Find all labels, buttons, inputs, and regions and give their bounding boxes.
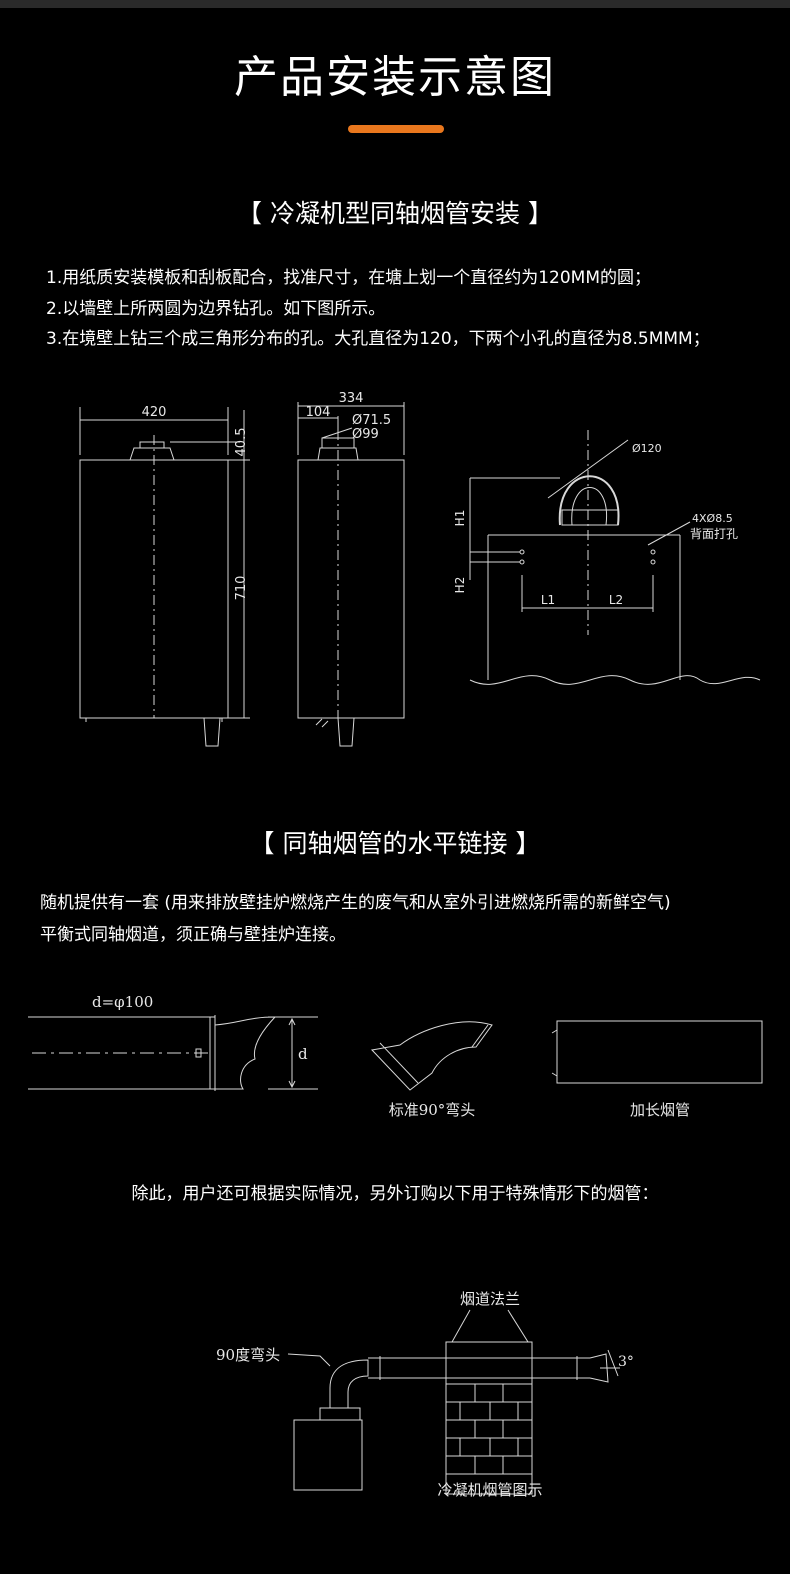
flange-label: 烟道法兰 (460, 1290, 520, 1308)
boiler-front-view (79, 407, 250, 747)
front-top-offset-label: 40.5 (234, 428, 249, 457)
straight-coaxial-pipe (28, 1015, 318, 1091)
installation-dimension-diagram: 420 40.5 710 334 104 Ø71.5 Ø99 Ø120 4XØ8… (79, 391, 761, 747)
pipe-diameter-label: d=φ100 (92, 993, 153, 1011)
coaxial-desc-line-1: 随机提供有一套 (用来排放壁挂炉燃烧产生的废气和从室外引进燃烧所需的新鲜空气) (40, 893, 671, 913)
angle-label: 3° (618, 1354, 634, 1370)
instruction-line-1: 1.用纸质安装模板和刮板配合，找准尺寸，在塘上划一个直径约为120MM的圆； (46, 268, 652, 288)
flue-diagram-caption: 冷凝机烟管图示 (437, 1481, 542, 1499)
standard-elbow (370, 1021, 493, 1091)
special-pipe-note: 除此，用户还可根据实际情况，另外订购以下用于特殊情形下的烟管： (131, 1184, 659, 1204)
instruction-line-3: 3.在境壁上钻三个成三角形分布的孔。大孔直径为120，下两个小孔的直径为8.5M… (46, 329, 710, 349)
extension-pipe (551, 1020, 763, 1084)
large-hole-label: Ø120 (632, 442, 662, 455)
back-drill-label: 背面打孔 (690, 527, 738, 541)
condensing-flue-install-diagram: 烟道法兰 90度弯头 3° 冷凝机烟管图示 (216, 1290, 634, 1499)
instruction-line-2: 2.以墙壁上所两圆为边界钻孔。如下图所示。 (46, 299, 386, 319)
boiler-side-view (297, 402, 405, 747)
section-heading-horizontal-link: 【 同轴烟管的水平链接 】 (249, 829, 541, 858)
h1-label: H1 (453, 510, 467, 527)
extension-caption: 加长烟管 (630, 1101, 690, 1119)
wall-drilling-view (469, 430, 761, 685)
elbow-caption: 标准90°弯头 (389, 1101, 476, 1119)
elbow-90-label: 90度弯头 (216, 1346, 280, 1364)
h2-label: H2 (453, 577, 467, 594)
l1-label: L1 (541, 593, 555, 607)
side-offset-label: 104 (306, 405, 331, 420)
small-holes-label: 4XØ8.5 (692, 512, 733, 525)
section-heading-condensing-install: 【 冷凝机型同轴烟管安装 】 (237, 199, 553, 228)
title-accent-bar (348, 125, 444, 133)
pipe-d-label: d (298, 1045, 308, 1063)
brick-wall (445, 1341, 533, 1495)
coaxial-pipe-parts-diagram: d=φ100 d 标准90°弯头 加长烟管 (28, 993, 763, 1119)
front-height-label: 710 (234, 576, 249, 601)
top-bar (0, 0, 790, 8)
page-title: 产品安装示意图 (234, 52, 556, 103)
front-width-label: 420 (142, 405, 167, 420)
side-depth-label: 334 (339, 391, 364, 406)
coaxial-desc-line-2: 平衡式同轴烟道，须正确与壁挂炉连接。 (40, 925, 346, 945)
pipe-inner-diameter-label: Ø71.5 (352, 413, 391, 428)
l2-label: L2 (609, 593, 623, 607)
pipe-outer-diameter-label: Ø99 (352, 427, 379, 442)
